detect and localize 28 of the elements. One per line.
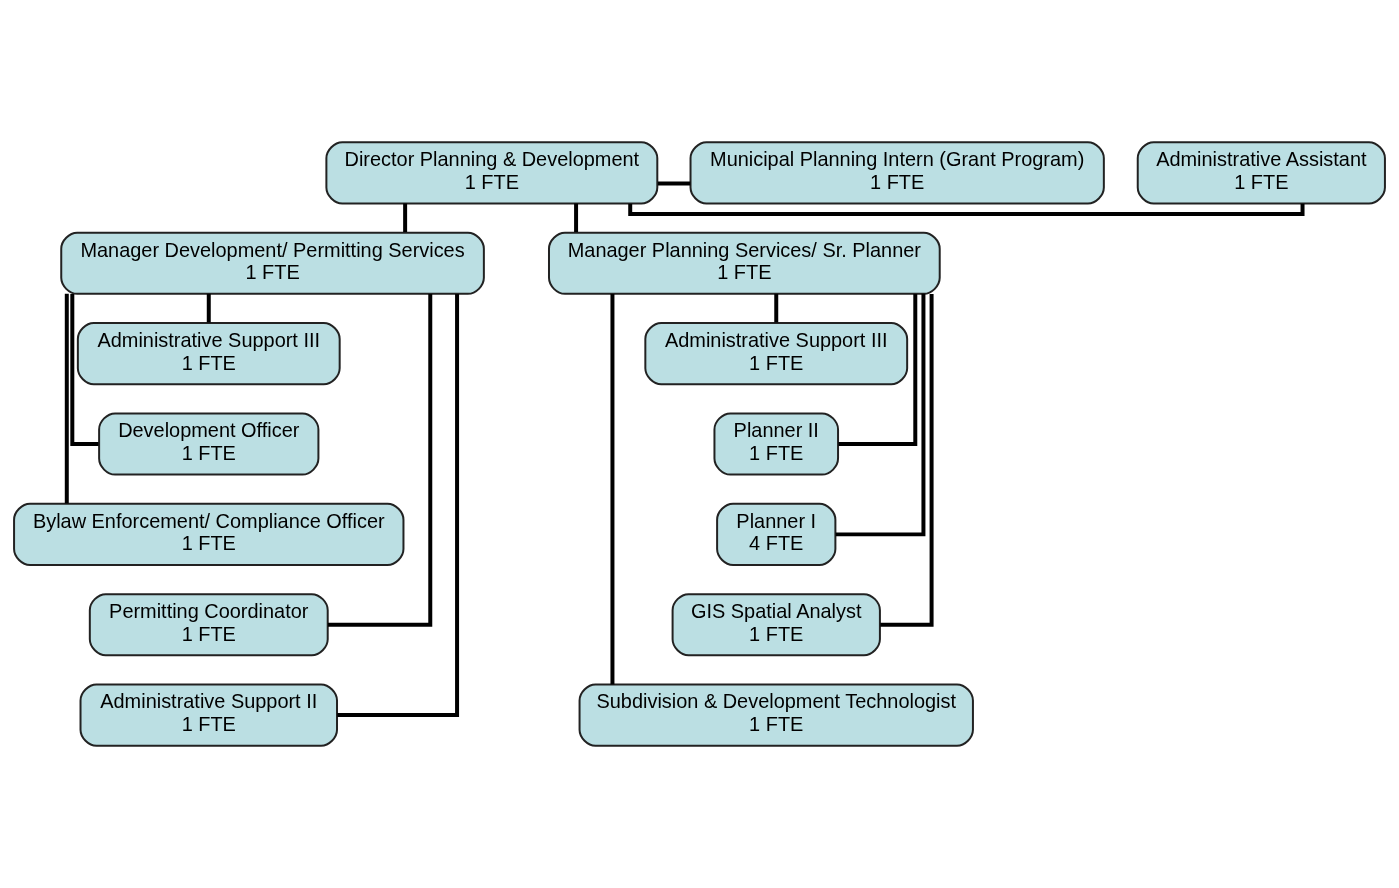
node-box: Administrative Support III 1 FTE bbox=[644, 322, 909, 386]
connector bbox=[838, 293, 918, 446]
node-box: Subdivision & Development Technologist 1 FTE bbox=[578, 683, 974, 747]
connector bbox=[774, 293, 779, 323]
connector bbox=[610, 293, 615, 685]
connector bbox=[64, 293, 69, 504]
connector bbox=[327, 294, 433, 627]
connector bbox=[835, 293, 926, 537]
node-box: Administrative Assistant 1 FTE bbox=[1136, 141, 1386, 205]
node-box: Manager Planning Services/ Sr. Planner 1 FTE bbox=[548, 231, 941, 295]
node-box: Planner II 1 FTE bbox=[713, 412, 840, 476]
connector bbox=[206, 293, 211, 323]
node-box: Municipal Planning Intern (Grant Program) 1 FTE bbox=[689, 141, 1105, 205]
connector bbox=[574, 203, 579, 233]
connector bbox=[337, 293, 460, 718]
node-box: Planner I 4 FTE bbox=[716, 502, 837, 566]
node-box: Manager Development/ Permitting Services 1 FTE bbox=[60, 231, 485, 295]
node-box: Development Officer 1 FTE bbox=[98, 412, 320, 476]
connector bbox=[628, 203, 1305, 217]
node-box: Permitting Coordinator 1 FTE bbox=[88, 593, 329, 657]
node-box: Director Planning & Development 1 FTE bbox=[325, 141, 659, 205]
node-box: GIS Spatial Analyst 1 FTE bbox=[671, 593, 881, 657]
node-box: Administrative Support II 1 FTE bbox=[79, 683, 338, 747]
connector bbox=[880, 294, 934, 627]
connector bbox=[403, 203, 408, 233]
node-box: Administrative Support III 1 FTE bbox=[76, 322, 341, 386]
connector bbox=[657, 181, 691, 186]
node-box: Bylaw Enforcement/ Compliance Officer 1 FTE bbox=[13, 502, 405, 566]
